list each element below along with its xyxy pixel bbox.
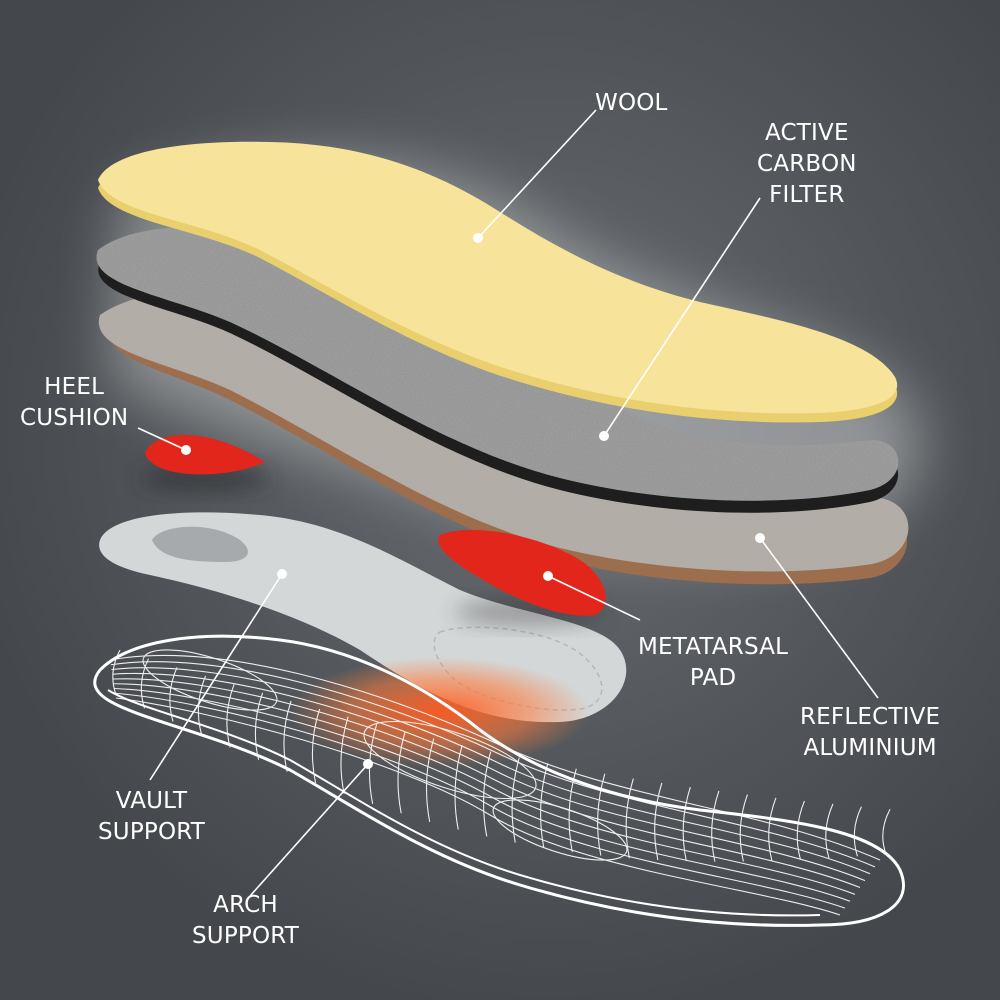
wool-surface — [98, 141, 898, 414]
label-vault-line-2: SUPPORT — [98, 819, 206, 845]
mesh-cross-line — [625, 778, 634, 859]
label-heel-line-1: HEEL — [44, 374, 105, 400]
leader-dots — [181, 233, 765, 769]
leader-lines — [137, 109, 879, 897]
mesh-long-line — [115, 697, 841, 916]
label-wool: WOOL — [595, 88, 668, 119]
mesh-cross-line — [796, 800, 805, 860]
mesh-cross-line — [226, 684, 235, 748]
mesh-long-line — [112, 678, 861, 889]
wool-layer — [98, 141, 898, 423]
label-wool-line: WOOL — [595, 90, 668, 116]
label-aluminium-line-2: ALUMINIUM — [803, 735, 937, 761]
mesh-cross-line — [882, 809, 891, 855]
mesh-cross-line — [825, 803, 834, 859]
mesh-rim — [107, 689, 821, 917]
mesh-cross-line — [739, 794, 748, 862]
label-arch-line-2: SUPPORT — [192, 923, 300, 949]
mesh-cross-line — [597, 773, 606, 856]
dot-heel — [181, 445, 191, 455]
mesh-cross-line — [454, 745, 463, 830]
label-arch-line-1: ARCH — [213, 892, 278, 918]
leader-aluminium — [759, 537, 879, 699]
label-metatarsal-line-2: PAD — [689, 665, 737, 691]
vault-cutout — [152, 526, 248, 562]
mesh-cross-line — [853, 806, 862, 857]
mesh-cross-line — [482, 751, 492, 837]
leader-metatarsal — [547, 575, 641, 621]
leader-carbon — [603, 197, 761, 437]
mesh-cross-line — [311, 708, 321, 784]
mesh-cross-line — [112, 649, 121, 696]
mesh-cross-line — [340, 716, 349, 794]
label-arch-support: ARCH SUPPORT — [192, 890, 299, 952]
label-reflective-aluminium: REFLECTIVE ALUMINIUM — [800, 702, 940, 764]
label-heel-cushion: HEEL CUSHION — [20, 372, 128, 434]
mesh-cross-line — [283, 700, 292, 772]
leader-vault — [149, 573, 283, 781]
dot-arch — [363, 759, 373, 769]
metatarsal-pad-piece — [438, 529, 606, 626]
dot-carbon — [599, 431, 609, 441]
mesh-cross-line — [397, 731, 406, 814]
mesh-cross-line — [169, 667, 178, 722]
mesh-cross-line — [682, 786, 691, 862]
dot-metatarsal — [543, 571, 553, 581]
label-active-carbon-filter: ACTIVE CARBON FILTER — [757, 118, 857, 211]
leader-arch — [249, 763, 369, 897]
mesh-long-line — [110, 661, 876, 868]
label-heel-line-2: CUSHION — [20, 405, 129, 431]
mesh-long-line — [111, 667, 871, 875]
mesh-cross-line — [654, 782, 663, 861]
dot-vault — [277, 569, 287, 579]
mesh-contour — [142, 649, 278, 711]
mesh-cross-line — [140, 658, 150, 709]
mesh-cross-line — [540, 763, 549, 848]
label-metatarsal-line-1: METATARSAL — [638, 634, 789, 660]
metatarsal-pad-shape — [438, 529, 606, 616]
mesh-heat-zone — [290, 657, 590, 767]
mesh-contour — [363, 720, 537, 800]
label-aluminium-line-1: REFLECTIVE — [800, 704, 941, 730]
mesh-cross-line — [768, 797, 777, 861]
leader-wool — [477, 109, 597, 239]
label-carbon-line-1: ACTIVE — [764, 120, 849, 146]
mesh-contour — [492, 799, 628, 861]
mesh-long-line — [113, 683, 856, 895]
mesh-cross-line — [711, 790, 720, 862]
mesh-cross-line — [425, 738, 435, 822]
label-vault-line-1: VAULT — [115, 788, 188, 814]
dot-wool — [473, 233, 483, 243]
leader-heel — [137, 427, 187, 451]
label-metatarsal-pad: METATARSAL PAD — [638, 632, 788, 694]
mesh-cross-line — [254, 692, 264, 760]
dot-aluminium — [755, 533, 765, 543]
label-vault-support: VAULT SUPPORT — [98, 786, 205, 848]
mesh-long-line — [112, 672, 866, 882]
label-carbon-line-2: CARBON — [757, 151, 857, 177]
mesh-outline — [93, 634, 905, 927]
label-carbon-line-3: FILTER — [769, 182, 845, 208]
